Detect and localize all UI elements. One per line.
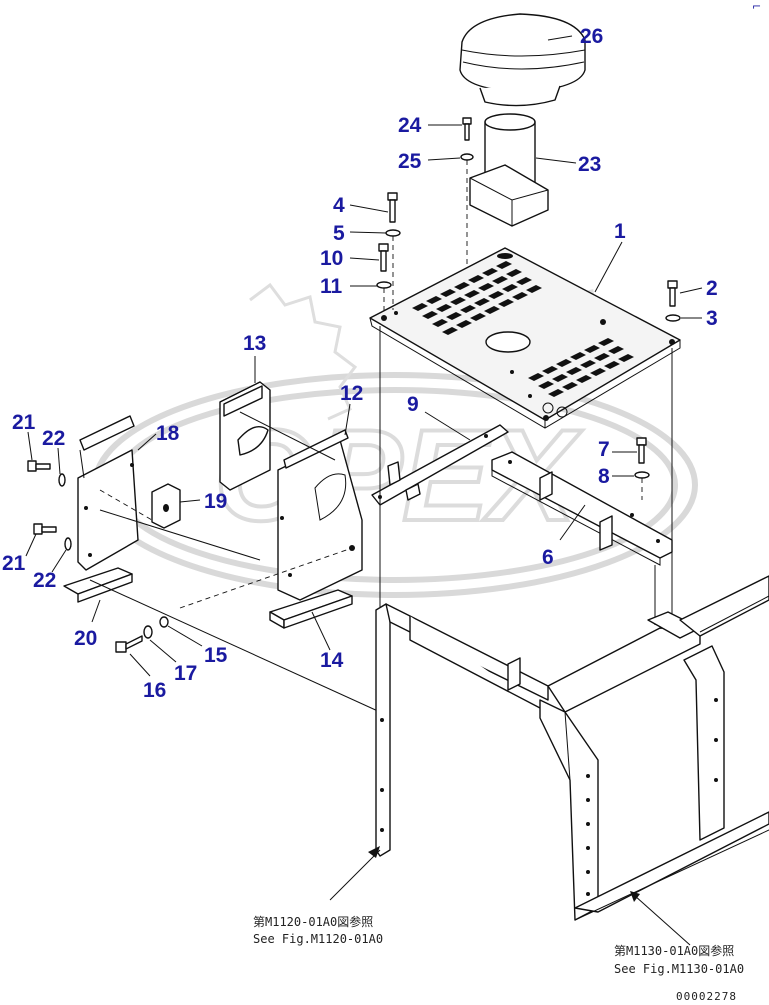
rail-6-part [491,451,673,566]
bolt-7 [612,437,647,464]
reference-arrow-left [329,846,381,901]
assembly-guide-lines [89,326,673,713]
reference-left-en: See Fig.M1120-01A0 [253,932,383,946]
callout-12: 12 [340,382,363,405]
callout-22-upper: 22 [42,427,65,450]
callout-23: 23 [578,153,601,176]
callout-24: 24 [398,114,422,137]
corner-mark: ⌐ [752,0,761,13]
callout-14: 14 [320,649,344,672]
document-id: 00002278 [676,990,737,1003]
callout-4: 4 [333,194,345,217]
callout-6: 6 [542,546,554,569]
washer-3 [665,314,702,322]
washer-8 [612,471,650,500]
callout-7: 7 [598,438,610,461]
washer-5 [349,229,401,310]
plate-18-part [77,415,157,571]
bolt-21-lower [25,523,57,557]
callout-20: 20 [74,627,97,650]
louver-grille-right [528,338,634,397]
bolt-16 [115,635,151,677]
callout-19: 19 [204,490,227,513]
washer-22-upper [57,447,66,487]
block-19-part [151,483,201,529]
plate-12-part [277,403,363,601]
washer-11 [350,281,392,312]
callout-25: 25 [398,150,422,173]
louver-grille-left [412,261,542,335]
plate-13-part [219,356,271,491]
callout-2: 2 [706,277,718,300]
bracket-9-part [371,411,509,506]
pad-14-part [269,589,353,651]
reference-right-en: See Fig.M1130-01A0 [614,962,744,976]
callout-3: 3 [706,307,718,330]
callout-10: 10 [320,247,343,270]
bolt-21-upper [27,431,51,472]
callout-9: 9 [407,393,419,416]
callout-15: 15 [204,644,228,667]
reference-left-jp: 第M1120-01A0図参照 [253,914,373,929]
callout-18: 18 [156,422,180,445]
reference-right-jp: 第M1130-01A0図参照 [614,943,734,958]
callout-1: 1 [614,220,626,243]
callout-5: 5 [333,222,345,245]
callout-16: 16 [143,679,166,702]
callout-13: 13 [243,332,266,355]
washer-22-lower [51,537,72,573]
reference-arrow-right [630,891,691,946]
washer-25 [427,153,474,340]
callout-21-lower: 21 [2,552,26,575]
bolt-10 [349,243,389,272]
bolt-24 [428,117,472,141]
washer-15 [159,616,203,647]
pad-20-part [63,567,133,623]
bolt-2 [667,280,703,307]
washer-17 [143,625,177,663]
callout-22-lower: 22 [33,569,56,592]
callout-26: 26 [580,25,603,48]
callout-11: 11 [320,275,343,298]
bolt-4 [349,192,398,223]
support-frame-part [375,575,769,921]
precleaner-cap-part [459,13,586,107]
callout-21-upper: 21 [12,411,36,434]
callout-17: 17 [174,662,197,685]
top-cover-plate-part [369,241,681,429]
callout-8: 8 [598,465,610,488]
air-pipe-part [469,113,577,227]
